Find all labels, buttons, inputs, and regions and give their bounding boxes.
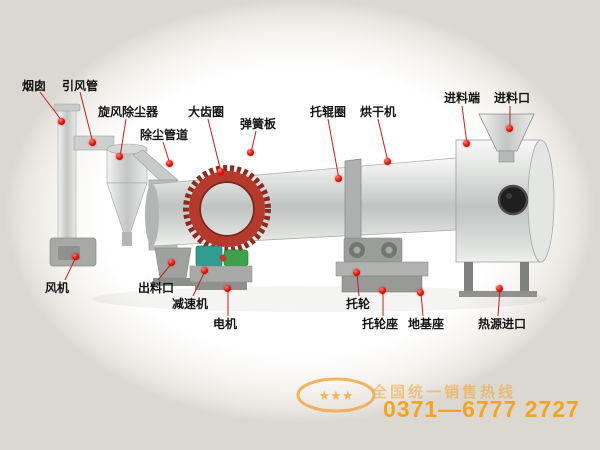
leader-line	[79, 91, 94, 144]
marker-cyclone-dust-collector	[116, 153, 123, 160]
marker-fan	[72, 253, 79, 260]
label-dryer: 烘干机	[360, 105, 397, 119]
marker-support-roller-seat	[379, 287, 386, 294]
marker-large-gear-ring	[217, 168, 224, 175]
brand-logo-icon: ★★★	[296, 377, 376, 413]
leader-line	[377, 118, 389, 163]
support-roller-station	[335, 237, 429, 293]
large-gear-ring	[183, 165, 271, 253]
marker-feed-inlet	[506, 125, 513, 132]
leader-line	[39, 91, 63, 122]
label-foundation-base: 地基座	[408, 317, 445, 331]
marker-dust-pipe	[166, 160, 173, 167]
marker-feed-end	[463, 140, 470, 147]
feed-hopper	[478, 113, 535, 163]
leader-line	[207, 118, 222, 173]
leader-line	[461, 105, 468, 145]
leader-line	[327, 118, 340, 180]
label-support-roller-seat: 托轮座	[362, 317, 399, 331]
leader-line	[497, 288, 501, 317]
leader-line	[192, 270, 206, 297]
marker-induced-draft-pipe	[89, 139, 96, 146]
label-motor: 电机	[213, 317, 238, 331]
logo-stars: ★★★	[319, 388, 354, 403]
leader-line	[119, 118, 127, 158]
label-riding-ring: 托辊圈	[310, 105, 347, 119]
marker-foundation-base	[417, 289, 424, 296]
label-feed-end: 进料端	[444, 91, 481, 105]
marker-support-roller	[353, 269, 360, 276]
label-discharge-outlet: 出料口	[138, 281, 175, 295]
marker-riding-ring	[335, 175, 342, 182]
marker-heat-source-inlet	[496, 285, 503, 292]
label-dust-pipe: 除尘管道	[140, 128, 189, 142]
ground-shadow	[92, 286, 548, 312]
label-cyclone-dust-collector: 旋风除尘器	[98, 105, 159, 119]
hotline-phone: 0371—6777 2727	[383, 396, 580, 422]
label-fan: 风机	[45, 281, 70, 295]
heat-inlet-port	[497, 184, 529, 216]
leader-line	[420, 292, 424, 317]
label-feed-inlet: 进料口	[494, 91, 531, 105]
marker-discharge-outlet	[168, 259, 175, 266]
label-heat-source-inlet: 热源进口	[478, 317, 527, 331]
marker-spring-plate	[247, 149, 254, 156]
marker-reducer	[201, 267, 208, 274]
label-induced-draft-pipe: 引风管	[62, 79, 99, 93]
marker-motor	[224, 285, 231, 292]
label-support-roller: 托轮	[346, 297, 371, 311]
label-reducer: 减速机	[172, 297, 209, 311]
hotline-slogan: 全国统一销售热线	[372, 384, 517, 401]
leader-line	[356, 272, 360, 297]
marker-dryer	[384, 158, 391, 165]
label-spring-plate: 弹簧板	[240, 117, 277, 131]
marker-chimney	[58, 118, 65, 125]
leader-line	[64, 256, 77, 281]
label-chimney: 烟囱	[22, 79, 47, 93]
label-large-gear-ring: 大齿圈	[188, 105, 225, 119]
